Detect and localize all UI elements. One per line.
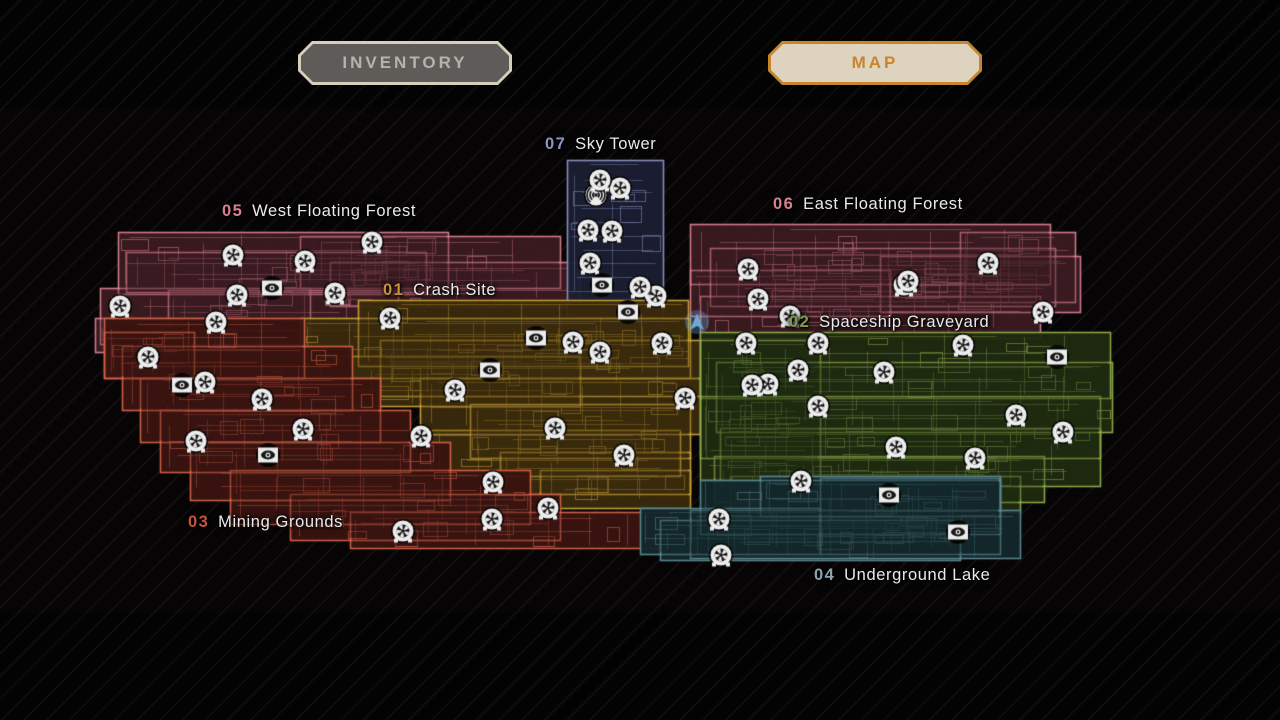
region-label-03: 03 Mining Grounds — [188, 513, 343, 532]
region-name: East Floating Forest — [803, 195, 963, 213]
region-label-07: 07 Sky Tower — [545, 135, 656, 154]
tab-map[interactable]: MAP — [768, 41, 982, 85]
region-label-02: 02 Spaceship Graveyard — [789, 313, 989, 332]
region-label-05: 05 West Floating Forest — [222, 202, 416, 221]
region-name: Mining Grounds — [218, 513, 344, 531]
region-number: 02 — [789, 313, 811, 331]
tab-inventory[interactable]: INVENTORY — [298, 41, 512, 85]
region-number: 01 — [383, 281, 405, 299]
region-number: 05 — [222, 202, 244, 220]
region-name: Sky Tower — [575, 135, 657, 153]
tab-map-label: MAP — [851, 53, 899, 72]
region-number: 03 — [188, 513, 210, 531]
region-name: Spaceship Graveyard — [819, 313, 990, 331]
region-label-01: 01 Crash Site — [383, 281, 496, 300]
map-canvas[interactable] — [0, 108, 1280, 613]
region-label-06: 06 East Floating Forest — [773, 195, 963, 214]
region-name: West Floating Forest — [252, 202, 417, 220]
region-name: Crash Site — [413, 281, 497, 299]
region-number: 07 — [545, 135, 567, 153]
tab-bar: INVENTORY MAP — [0, 0, 1280, 108]
map-viewport[interactable]: 01 Crash Site 02 Spaceship Graveyard 03 Minin… — [0, 108, 1280, 613]
bottom-control-bar: Pan Zoom Place/Remove Marker 0/25 — [0, 613, 1280, 720]
region-number: 04 — [814, 566, 836, 584]
region-name: Underground Lake — [844, 566, 991, 584]
region-number: 06 — [773, 195, 795, 213]
tab-inventory-label: INVENTORY — [342, 53, 468, 72]
region-label-04: 04 Underground Lake — [814, 566, 990, 585]
